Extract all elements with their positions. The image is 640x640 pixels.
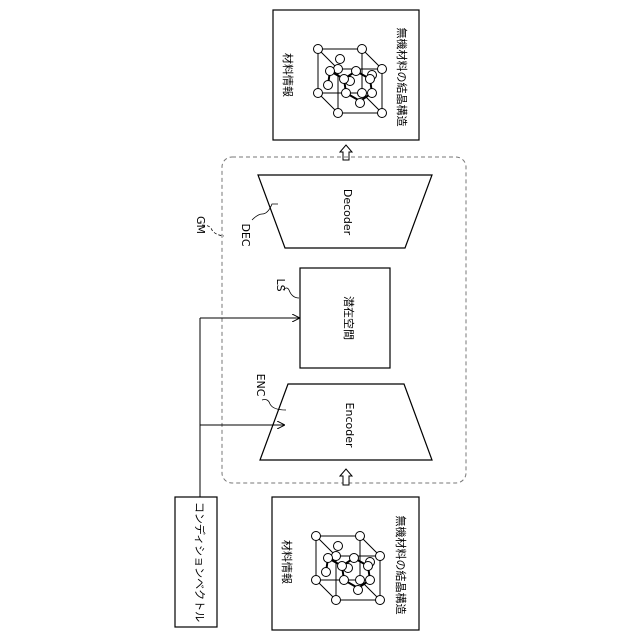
encoder-block: Encoder [260,384,432,460]
output-material-box: 材料情報 無機材料の結晶構造 [273,10,419,140]
crystal-structure-icon [314,45,387,118]
decoder-label: Decoder [341,189,354,236]
encoder-tag: ENC [254,374,267,397]
latent-space-tag: LS [274,278,287,291]
output-hollow-arrow [340,145,352,160]
decoder-tag: DEC [239,223,252,246]
decoder-block: Decoder [258,175,432,248]
input-material-info-label: 材料情報 [280,540,294,584]
input-crystal-structure-label: 無機材料の結晶構造 [394,516,408,615]
encoder-label: Encoder [343,403,356,448]
latent-space-block: 潜在空間 [300,268,390,368]
latent-space-label: 潜在空間 [342,296,356,340]
output-crystal-structure-label: 無機材料の結晶構造 [395,28,409,127]
crystal-structure-icon [312,532,385,605]
condition-vector-box: コンディションベクトル [175,497,217,627]
output-material-info-label: 材料情報 [281,53,295,97]
condition-vector-label: コンディションベクトル [193,502,207,622]
input-material-box: 材料情報 無機材料の結晶構造 [272,497,419,630]
